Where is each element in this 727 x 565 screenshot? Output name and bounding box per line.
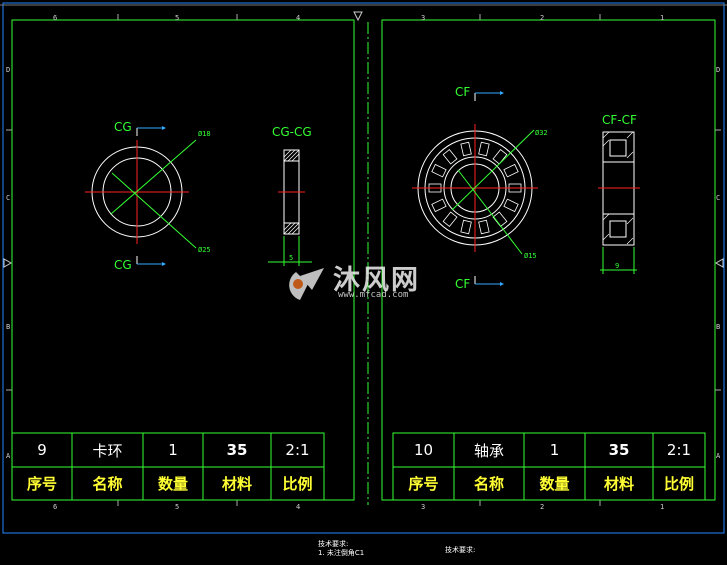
left-header-name: 名称 <box>92 475 123 493</box>
ruler-bottom-5: 5 <box>175 503 180 511</box>
ruler-bottom-4: 4 <box>296 503 301 511</box>
bearing-roller <box>460 141 472 157</box>
bearing-dim-width: 9 <box>615 262 620 270</box>
ruler-top-1: 1 <box>660 14 665 22</box>
bearing-roller <box>431 198 447 213</box>
circlip-dim-outer: Ø18 <box>198 130 211 138</box>
right-table-serial: 10 <box>413 441 434 459</box>
bearing-dim-outer: Ø32 <box>535 129 548 137</box>
watermark-cn: 沐风网 <box>333 265 420 296</box>
ruler-bottom-6: 6 <box>53 503 58 511</box>
bearing-roller <box>503 198 519 213</box>
left-header-material: 材料 <box>221 475 252 493</box>
left-center-marker <box>3 258 13 268</box>
bearing-roller <box>492 211 508 228</box>
outer-frame <box>2 2 725 534</box>
right-center-marker <box>714 258 724 268</box>
top-center-marker <box>353 11 363 22</box>
left-title-table <box>11 432 325 501</box>
ruler-right-D: D <box>716 66 721 74</box>
ruler-bottom-1: 1 <box>660 503 665 511</box>
bearing-roller <box>460 219 472 235</box>
bearing-section-label-top: CF <box>455 85 471 99</box>
bearing-roller <box>478 141 490 157</box>
bearing-section-view <box>598 131 640 274</box>
right-table-scale: 2:1 <box>666 441 692 459</box>
bearing-roller <box>442 211 458 228</box>
left-notes-line: 1. 未注倒角C1 <box>318 549 365 557</box>
ruler-top-5: 5 <box>175 14 180 22</box>
bearing-roller <box>478 219 490 235</box>
right-header-material: 材料 <box>603 475 634 493</box>
circlip-dim-width: 5 <box>289 254 294 262</box>
bearing-section-label-bottom: CF <box>455 277 471 291</box>
ruler-top-6: 6 <box>53 14 58 22</box>
watermark-url: www.mfcad.com <box>338 290 409 300</box>
circlip-front-view <box>85 139 197 249</box>
ruler-right-B: B <box>716 323 721 331</box>
right-header-scale: 比例 <box>663 475 694 493</box>
left-table-scale: 2:1 <box>285 441 310 459</box>
left-table-quantity: 1 <box>168 441 178 459</box>
ruler-left-C: C <box>6 194 11 202</box>
right-header-name: 名称 <box>473 475 504 493</box>
right-notes-title: 技术要求: <box>445 546 476 554</box>
left-notes-title: 技术要求: <box>318 540 349 548</box>
ruler-left-D: D <box>6 66 11 74</box>
right-header-serial: 序号 <box>408 475 439 493</box>
bearing-roller <box>442 148 458 165</box>
right-table-material: 35 <box>608 441 630 459</box>
watermark-logo <box>289 268 324 300</box>
bearing-roller <box>492 148 508 165</box>
right-table-name: 轴承 <box>473 441 504 460</box>
ruler-top-4: 4 <box>296 14 301 22</box>
left-table-serial: 9 <box>37 441 47 459</box>
ruler-top-2: 2 <box>540 14 545 22</box>
right-table-quantity: 1 <box>549 441 560 459</box>
circlip-section-arrows <box>136 126 166 266</box>
circlip-dim-inner: Ø25 <box>198 246 211 254</box>
ruler-bottom-2: 2 <box>540 503 545 511</box>
ruler-right-A: A <box>716 452 721 460</box>
bearing-section-title: CF-CF <box>602 113 637 127</box>
bearing-roller <box>503 163 519 178</box>
ruler-right-C: C <box>716 194 721 202</box>
left-header-quantity: 数量 <box>157 475 188 493</box>
bearing-dim-inner: Ø15 <box>524 252 537 260</box>
circlip-section-title: CG-CG <box>272 125 312 139</box>
right-header-quantity: 数量 <box>539 475 570 493</box>
circlip-section-view <box>268 149 312 266</box>
left-header-serial: 序号 <box>26 475 57 493</box>
ruler-bottom-3: 3 <box>421 503 426 511</box>
left-table-name: 卡环 <box>92 441 123 460</box>
ruler-top-3: 3 <box>421 14 426 22</box>
circlip-section-label-top: CG <box>114 120 132 134</box>
ruler-left-A: A <box>6 452 11 460</box>
bearing-front-view <box>412 124 538 255</box>
circlip-section-label-bottom: CG <box>114 258 132 272</box>
right-title-table <box>392 432 706 501</box>
left-table-material: 35 <box>226 441 248 459</box>
bearing-section-arrows <box>474 91 504 286</box>
left-header-scale: 比例 <box>282 475 313 493</box>
bearing-roller <box>431 163 447 178</box>
ruler-left-B: B <box>6 323 11 331</box>
